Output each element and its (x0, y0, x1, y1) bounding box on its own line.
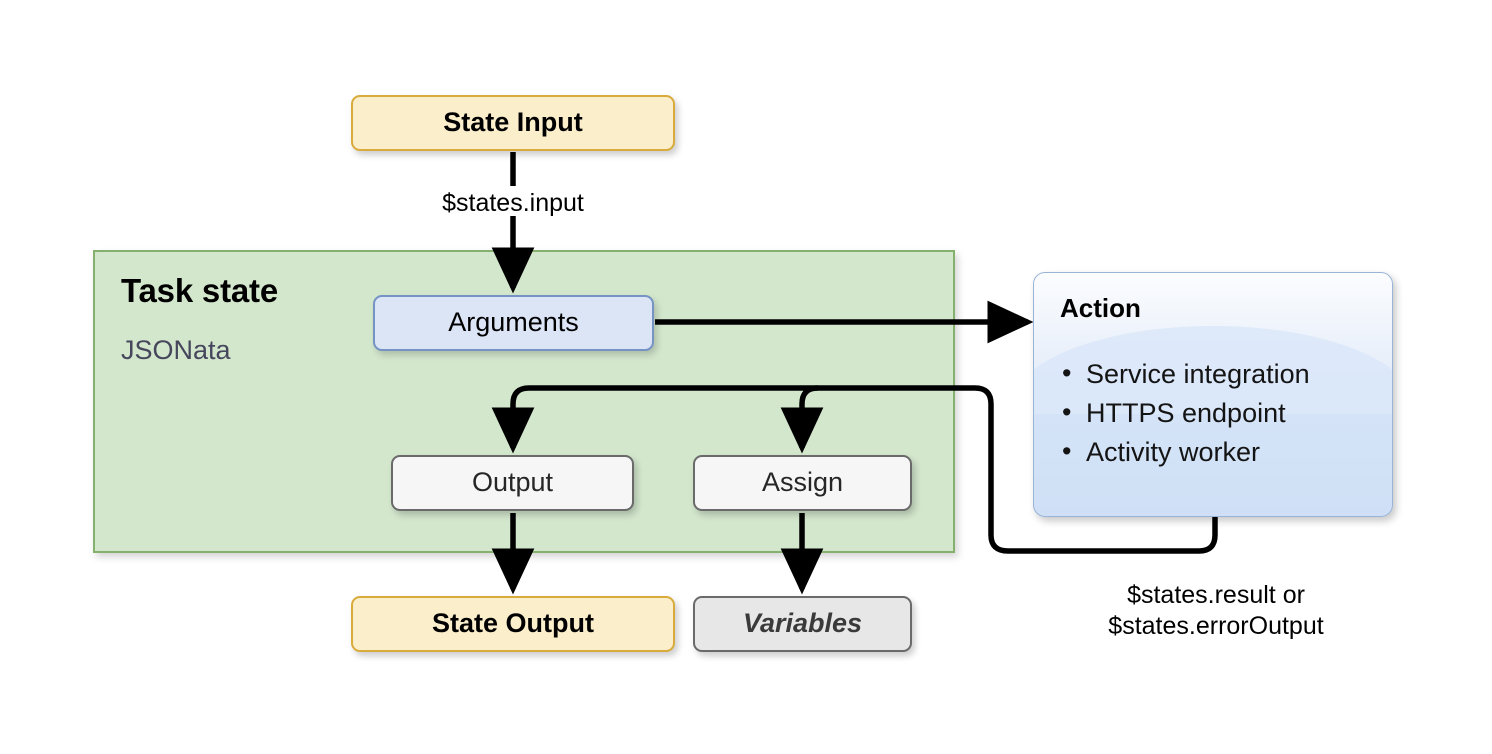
node-state-output[interactable]: State Output (351, 596, 675, 652)
edge-label-states-result: $states.result or $states.errorOutput (1108, 581, 1324, 640)
node-assign-label: Assign (761, 467, 844, 498)
node-state-input[interactable]: State Input (351, 95, 675, 151)
node-output[interactable]: Output (391, 455, 634, 511)
node-arguments[interactable]: Arguments (373, 295, 654, 351)
action-callout[interactable]: Action Service integration HTTPS endpoin… (1033, 272, 1393, 517)
node-arguments-label: Arguments (448, 307, 579, 338)
action-callout-body: Action Service integration HTTPS endpoin… (1034, 273, 1392, 472)
task-state-title: Task state (121, 272, 278, 309)
action-item: Activity worker (1060, 432, 1366, 472)
action-item: Service integration (1060, 354, 1366, 394)
node-output-label: Output (471, 467, 554, 498)
node-assign[interactable]: Assign (693, 455, 912, 511)
action-title: Action (1060, 293, 1141, 323)
action-item: HTTPS endpoint (1060, 393, 1366, 433)
node-state-input-label: State Input (443, 107, 583, 138)
node-state-output-label: State Output (432, 608, 594, 639)
node-variables-label: Variables (742, 608, 863, 639)
edge-label-states-input: $states.input (442, 189, 584, 217)
node-variables[interactable]: Variables (693, 596, 912, 652)
task-state-subtitle: JSONata (121, 335, 231, 365)
action-item-list: Service integration HTTPS endpoint Activ… (1060, 354, 1366, 472)
